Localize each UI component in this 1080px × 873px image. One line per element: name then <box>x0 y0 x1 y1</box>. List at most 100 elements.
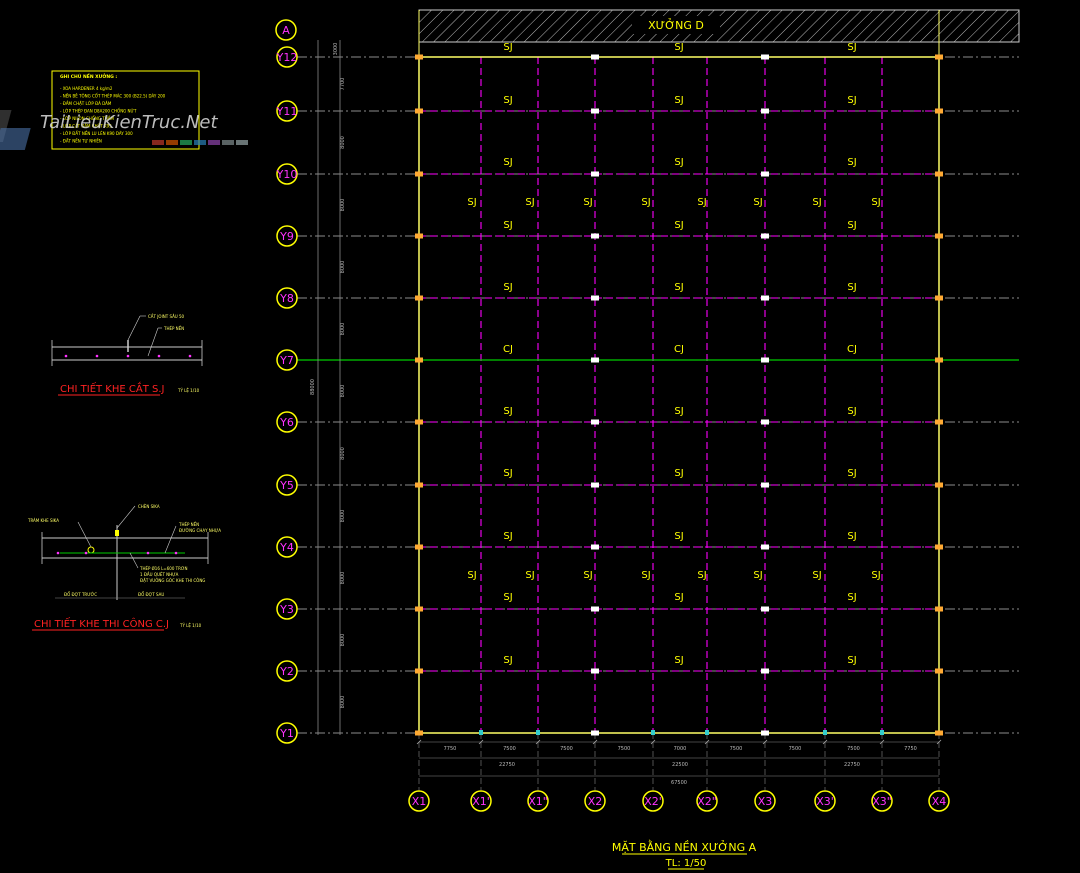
column-marker <box>591 606 599 612</box>
vertical-dimension-text: 8000 <box>340 634 346 647</box>
column-marker <box>935 54 943 60</box>
column-marker <box>935 233 943 239</box>
column-marker <box>935 419 943 425</box>
dimension-tick <box>822 739 828 745</box>
vertical-dimension-text: 8000 <box>340 136 346 149</box>
column-marker <box>761 108 769 114</box>
building-label: XƯỞNG D <box>648 18 704 32</box>
row-axis-bubble <box>276 349 298 371</box>
column-marker <box>761 668 769 674</box>
sj-label: SJ <box>503 468 512 479</box>
dimension-total: 67500 <box>671 780 687 786</box>
column-marker <box>761 54 769 60</box>
notes-heading: GHI CHÚ NỀN XƯỞNG : <box>60 71 117 80</box>
detail-cj-foot-right: ĐỔ ĐỢT SAU <box>138 592 164 597</box>
column-marker <box>651 730 655 735</box>
row-axis-bubble <box>276 225 298 247</box>
sj-label: SJ <box>503 406 512 417</box>
watermark-logo: TaiLieuKienTruc.Net <box>0 110 248 150</box>
column-marker <box>761 233 769 239</box>
row-axis-bubble <box>276 660 298 682</box>
row-axis-label: Y9 <box>279 230 294 243</box>
column-axis-bubble <box>527 790 549 812</box>
column-marker <box>415 233 423 239</box>
dimension-text: 7000 <box>674 746 687 752</box>
row-axis-label: Y5 <box>279 479 294 492</box>
sj-label: SJ <box>847 282 856 293</box>
vertical-dimension-text: 8000 <box>340 696 346 709</box>
column-marker <box>415 730 423 736</box>
cj-label: CJ <box>847 344 857 355</box>
column-marker <box>591 108 599 114</box>
sj-label: SJ <box>674 282 683 293</box>
dimension-tick <box>478 739 484 745</box>
column-marker <box>935 544 943 550</box>
dimension-text: 22750 <box>499 762 515 768</box>
sj-label: SJ <box>525 570 534 581</box>
vertical-dimension-text: 8000 <box>340 323 346 336</box>
column-marker <box>823 730 827 735</box>
cj-label: CJ <box>503 344 513 355</box>
vertical-dimension-text: 8000 <box>340 510 346 523</box>
column-marker <box>591 233 599 239</box>
sj-label: SJ <box>674 220 683 231</box>
column-marker <box>591 668 599 674</box>
column-marker <box>705 730 709 735</box>
sj-label: SJ <box>525 197 534 208</box>
detail-cj-label-below-1: THÉP Ø16 L=600 TRƠN <box>139 566 188 571</box>
dimension-text: 7500 <box>847 746 860 752</box>
row-axis-bubble <box>276 287 298 309</box>
detail-sj-scale: TỶ LỆ 1/10 <box>177 388 200 393</box>
vertical-dimension-text: 8000 <box>340 447 346 460</box>
column-marker <box>415 419 423 425</box>
dimension-tick <box>762 739 768 745</box>
column-axis-bubble <box>470 790 492 812</box>
column-marker <box>415 606 423 612</box>
dimension-text: 7500 <box>618 746 631 752</box>
top-offset-dim: 3000 <box>333 43 339 56</box>
sj-label: SJ <box>674 95 683 106</box>
sj-label: SJ <box>503 655 512 666</box>
sj-label: SJ <box>871 197 880 208</box>
column-marker <box>761 295 769 301</box>
sj-label: SJ <box>503 157 512 168</box>
sj-label: SJ <box>847 406 856 417</box>
row-axis-label: Y2 <box>279 665 294 678</box>
column-marker <box>935 482 943 488</box>
grid-marker-a: A <box>275 19 297 41</box>
dimension-tick <box>936 739 942 745</box>
column-marker <box>591 295 599 301</box>
dimension-tick <box>879 739 885 745</box>
dimension-text: 22500 <box>672 762 688 768</box>
column-axis-bubble <box>584 790 606 812</box>
vertical-dimension-text: 8000 <box>340 199 346 212</box>
sj-label: SJ <box>753 197 762 208</box>
detail-sj-label-1: CẮT JOINT SÂU 50 <box>148 314 185 319</box>
sj-label: SJ <box>847 468 856 479</box>
column-axis-label: X1" <box>528 795 548 808</box>
vertical-dimension-text: 7700 <box>340 78 346 91</box>
notes-line: - LỚP CÁT ĐẦM CHẶT K95 <box>60 124 112 129</box>
sj-label: SJ <box>467 197 476 208</box>
detail-cj-label-below-3: ĐẶT VUÔNG GÓC KHE THI CÔNG <box>140 578 205 583</box>
detail-sj-title: CHI TIẾT KHE CẮT S.J <box>60 381 164 395</box>
column-marker <box>536 730 540 735</box>
sj-label: SJ <box>847 655 856 666</box>
column-axis-bubble <box>754 790 776 812</box>
column-marker <box>761 357 769 363</box>
vertical-dimension-text: 8000 <box>340 261 346 274</box>
column-marker <box>415 482 423 488</box>
row-axis-label: Y7 <box>279 354 294 367</box>
column-marker <box>591 730 599 736</box>
sj-label: SJ <box>467 570 476 581</box>
column-marker <box>761 482 769 488</box>
vertical-dimensions: 88000 3000 <box>310 40 341 735</box>
column-marker <box>935 357 943 363</box>
sj-label: SJ <box>503 42 512 53</box>
row-axis-bubble <box>276 474 298 496</box>
row-axis-label: Y10 <box>276 168 298 181</box>
row-axis-label: Y11 <box>276 105 298 118</box>
sj-label: SJ <box>503 95 512 106</box>
